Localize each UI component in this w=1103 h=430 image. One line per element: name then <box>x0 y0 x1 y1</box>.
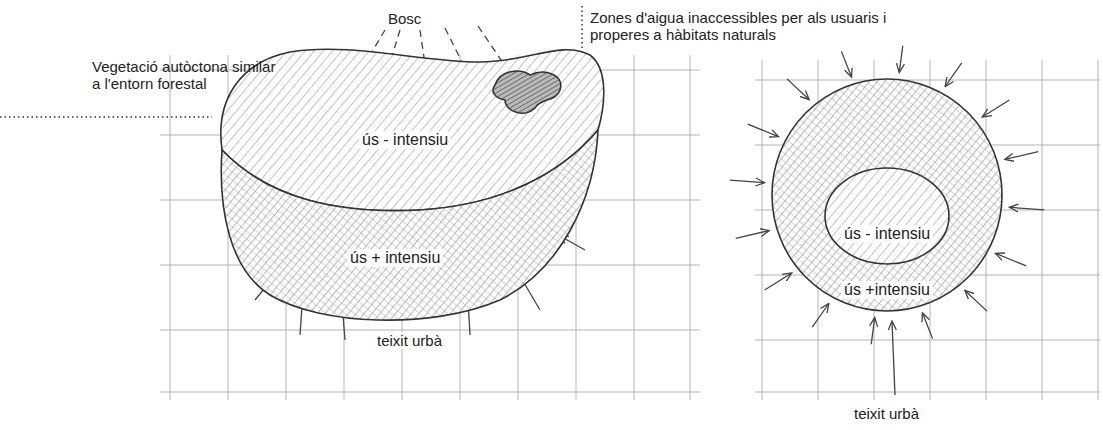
vegetation-note: Vegetació autòctona similar a l'entorn f… <box>92 58 282 92</box>
pressure-arrow <box>946 63 962 86</box>
pressure-arrow <box>965 291 987 311</box>
high-use-ring: ús +intensiu ús - intensiu <box>770 78 1004 314</box>
pressure-arrow <box>892 322 895 395</box>
zone-outline <box>825 168 949 264</box>
water-note: Zones d'aigua inaccessibles per als usua… <box>590 9 930 43</box>
leader-line <box>0 116 212 118</box>
pressure-arrow <box>787 79 809 99</box>
pressure-arrow <box>812 304 828 327</box>
pressure-arrow <box>841 51 851 76</box>
forest-label: Bosc <box>385 10 424 27</box>
pressure-arrow <box>923 314 933 339</box>
pressure-arrow <box>765 273 791 289</box>
pressure-arrow <box>996 254 1026 266</box>
zone-label: ús + intensiu <box>347 249 443 267</box>
pressure-arrow <box>748 124 778 136</box>
pressure-arrow <box>983 100 1009 116</box>
zone-label: ús - intensiu <box>359 131 451 149</box>
zone-outline <box>210 125 610 330</box>
urban-fabric-label: teixit urbà <box>851 405 922 422</box>
pressure-arrow <box>736 231 769 239</box>
urban-fabric-label: teixit urbà <box>374 332 445 349</box>
pressure-arrow <box>871 318 874 344</box>
pressure-arrow <box>1010 207 1044 210</box>
zone-label: ús - intensiu <box>841 225 933 243</box>
pressure-arrow <box>899 46 902 72</box>
pressure-arrow <box>1006 152 1039 160</box>
high-use-zone: ús + intensiu <box>210 125 610 330</box>
zone-label: ús +intensiu <box>841 281 933 299</box>
low-use-core: ús - intensiu <box>825 168 949 264</box>
pressure-arrow <box>730 180 764 183</box>
